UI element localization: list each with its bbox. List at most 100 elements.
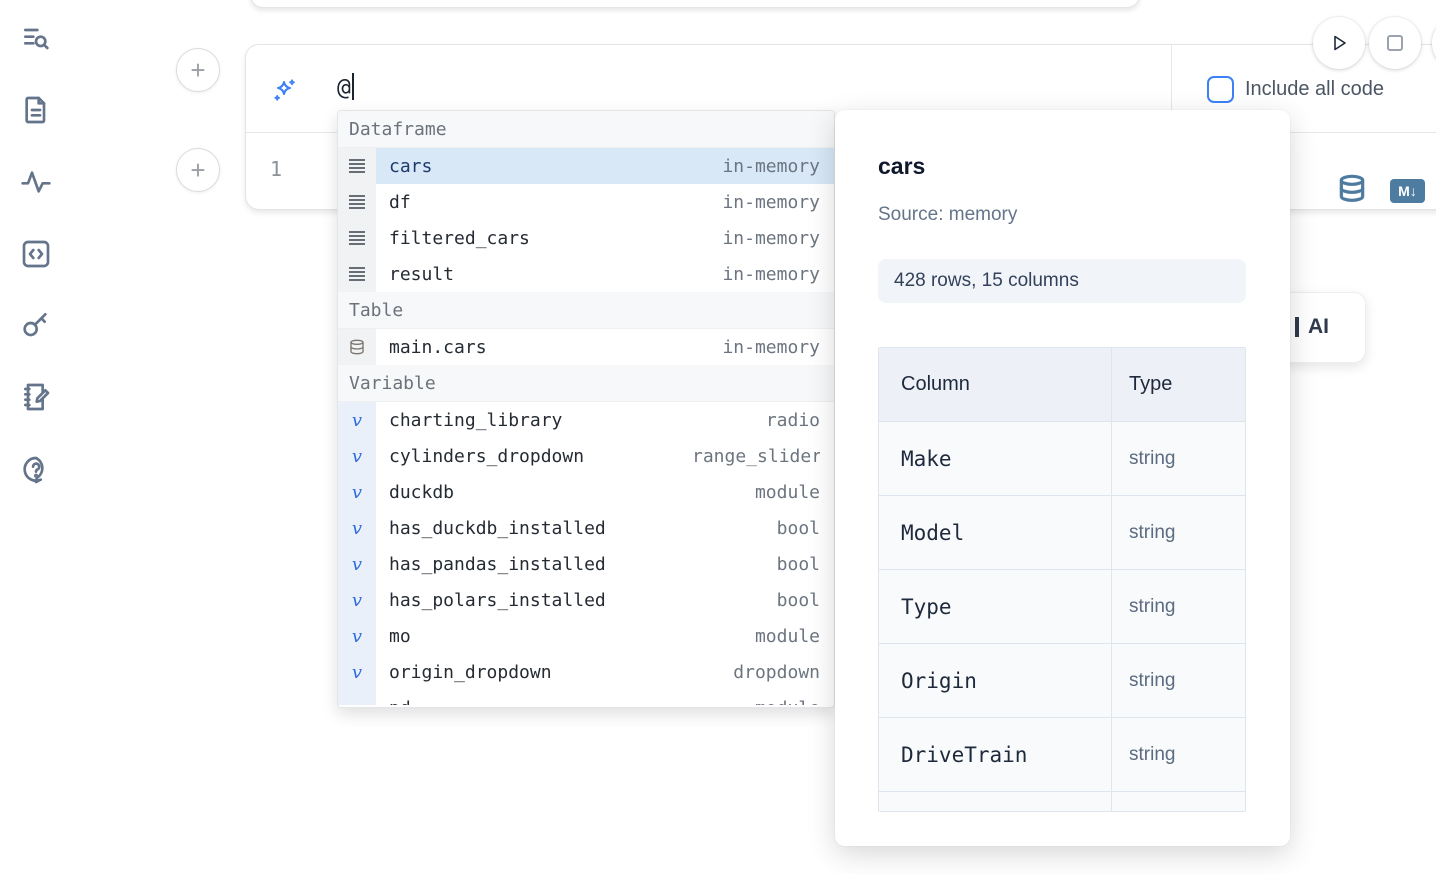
database-icon[interactable] xyxy=(1336,173,1368,205)
item-name: filtered_cars xyxy=(389,227,530,249)
column-name: DriveTrain xyxy=(879,718,1112,791)
line-number: 1 xyxy=(270,157,283,181)
item-type: in-memory xyxy=(722,263,820,285)
column-type: string xyxy=(1129,743,1176,765)
item-name: has_pandas_installed xyxy=(389,553,606,575)
list-search-icon[interactable] xyxy=(20,22,52,54)
table-row: Make string xyxy=(879,422,1245,496)
column-name: Make xyxy=(879,422,1112,495)
item-name: has_duckdb_installed xyxy=(389,517,606,539)
table-row-partial xyxy=(879,792,1245,811)
play-icon xyxy=(1334,35,1346,51)
table-row: DriveTrain string xyxy=(879,718,1245,792)
autocomplete-item-duckdb[interactable]: v duckdb module xyxy=(338,474,834,510)
item-type: module xyxy=(754,625,820,647)
column-header: Column xyxy=(879,348,1112,421)
ai-prompt-value: @ xyxy=(337,75,351,101)
autocomplete-item-has-polars-installed[interactable]: v has_polars_installed bool xyxy=(338,582,834,618)
notebook-edit-icon[interactable] xyxy=(20,381,52,413)
variable-icon: v xyxy=(338,690,376,705)
item-type: dropdown xyxy=(733,661,820,683)
variable-icon: v xyxy=(338,438,376,474)
item-type: bool xyxy=(776,553,820,575)
preview-title: cars xyxy=(878,153,926,179)
variable-icon: v xyxy=(338,474,376,510)
item-name: main.cars xyxy=(389,336,487,358)
column-type: string xyxy=(1129,669,1176,691)
column-name: Model xyxy=(879,496,1112,569)
add-cell-above-button[interactable]: + xyxy=(176,48,220,92)
rows-icon xyxy=(338,184,376,220)
include-all-code-checkbox[interactable] xyxy=(1207,76,1234,103)
code-editor[interactable]: 1 M↓ xyxy=(246,133,1436,210)
column-name: Origin xyxy=(879,644,1112,717)
markdown-icon[interactable]: M↓ xyxy=(1390,179,1425,203)
item-name: charting_library xyxy=(389,409,563,431)
key-icon[interactable] xyxy=(20,309,52,341)
database-icon xyxy=(338,329,376,365)
variable-icon: v xyxy=(338,618,376,654)
item-name: cars xyxy=(389,155,433,177)
preview-source: Source: memory xyxy=(878,204,1018,225)
autocomplete-item-has-duckdb-installed[interactable]: v has_duckdb_installed bool xyxy=(338,510,834,546)
document-icon[interactable] xyxy=(20,94,52,126)
item-type: range_slider xyxy=(692,445,820,467)
rows-icon xyxy=(338,220,376,256)
autocomplete-item-filtered-cars[interactable]: filtered_cars in-memory xyxy=(338,220,834,256)
shape-badge: 428 rows, 15 columns xyxy=(878,259,1246,303)
autocomplete-item-has-pandas-installed[interactable]: v has_pandas_installed bool xyxy=(338,546,834,582)
input-divider xyxy=(1171,45,1172,132)
item-name: mo xyxy=(389,625,411,647)
section-header-table: Table xyxy=(338,292,834,329)
item-name: has_polars_installed xyxy=(389,589,606,611)
autocomplete-item-cars[interactable]: cars in-memory xyxy=(338,148,834,184)
autocomplete-item-mo[interactable]: v mo module xyxy=(338,618,834,654)
variable-icon: v xyxy=(338,654,376,690)
sidebar xyxy=(0,0,72,874)
item-type: bool xyxy=(776,517,820,539)
item-type: in-memory xyxy=(722,191,820,213)
run-cell-button[interactable] xyxy=(1313,17,1365,69)
add-cell-below-button[interactable]: + xyxy=(176,148,220,192)
sparkle-icon xyxy=(271,78,299,106)
variable-icon: v xyxy=(338,582,376,618)
autocomplete-item-origin-dropdown[interactable]: v origin_dropdown dropdown xyxy=(338,654,834,690)
item-name: df xyxy=(389,191,411,213)
variable-icon: v xyxy=(338,510,376,546)
autocomplete-item-main-cars[interactable]: main.cars in-memory xyxy=(338,329,834,365)
ai-card-label: AI xyxy=(1308,315,1329,338)
table-header-row: Column Type xyxy=(879,348,1245,422)
stop-button[interactable] xyxy=(1369,17,1421,69)
item-type: in-memory xyxy=(722,155,820,177)
ai-prompt-input[interactable]: @ xyxy=(337,73,354,101)
table-row: Type string xyxy=(879,570,1245,644)
extra-control-button[interactable] xyxy=(1432,17,1436,69)
autocomplete-item-df[interactable]: df in-memory xyxy=(338,184,834,220)
column-type: string xyxy=(1129,595,1176,617)
rows-icon xyxy=(338,256,376,292)
item-type: in-memory xyxy=(722,227,820,249)
item-type: bool xyxy=(776,589,820,611)
activity-icon[interactable] xyxy=(20,166,52,198)
item-type: in-memory xyxy=(722,336,820,358)
item-name: pd xyxy=(389,698,411,706)
variable-icon: v xyxy=(338,402,376,438)
include-all-code-label: Include all code xyxy=(1245,78,1384,100)
item-type: module xyxy=(755,698,820,706)
variable-icon: v xyxy=(338,546,376,582)
autocomplete-item-pd[interactable]: v pd module xyxy=(338,690,834,705)
stop-icon xyxy=(1387,35,1403,51)
item-type: module xyxy=(754,481,820,503)
section-header-variable: Variable xyxy=(338,365,834,402)
code-snippet-icon[interactable] xyxy=(20,238,52,270)
item-name: origin_dropdown xyxy=(389,661,552,683)
rows-icon xyxy=(338,148,376,184)
dataframe-preview-panel: cars Source: memory 428 rows, 15 columns… xyxy=(835,110,1290,846)
item-name: duckdb xyxy=(389,481,455,503)
column-type: string xyxy=(1129,521,1176,543)
help-icon[interactable] xyxy=(20,454,52,486)
schema-table: Column Type Make string Model string Typ… xyxy=(878,347,1246,812)
